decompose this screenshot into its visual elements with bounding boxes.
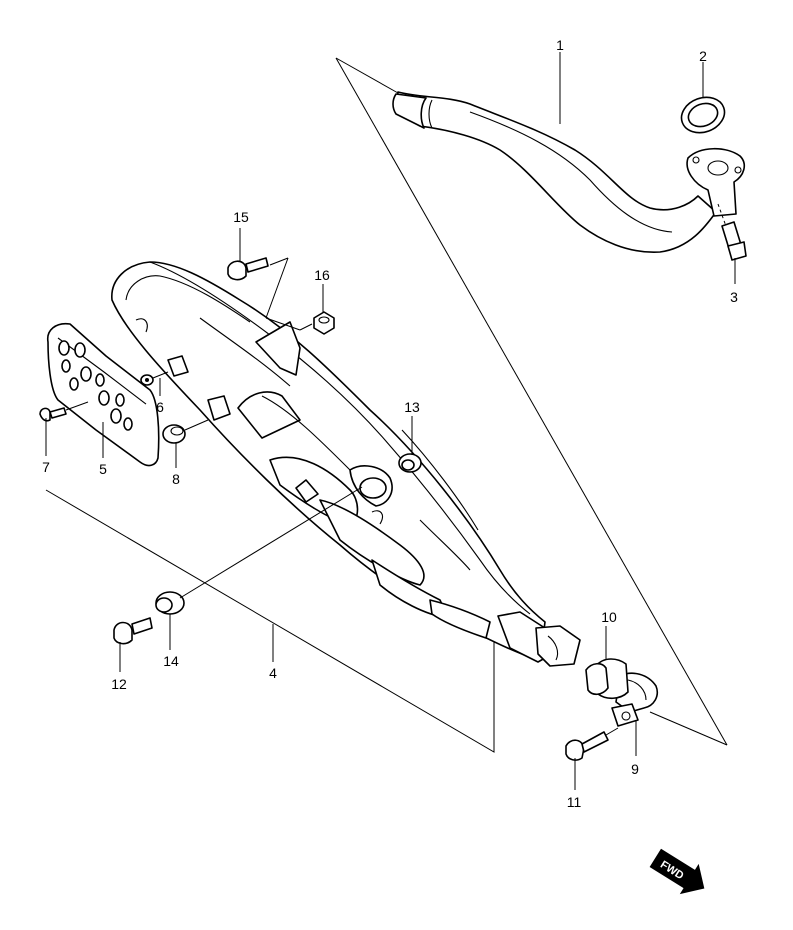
callout-5: 5 [99, 461, 107, 477]
callout-4: 4 [269, 665, 277, 681]
callout-13: 13 [404, 399, 420, 415]
flange-bolt [227, 257, 269, 281]
rubber-damper [162, 419, 209, 444]
exhaust-pipe-boundary-top [335, 57, 399, 94]
exhaust-pipe [392, 91, 746, 253]
exhaust-gasket [680, 96, 726, 134]
muffler-body [111, 261, 581, 667]
callout-6: 6 [156, 399, 164, 415]
muffler-assembly-bracket-line [45, 489, 495, 753]
assembly-boundary-lines [45, 57, 728, 753]
fwd-direction-badge: FWD [649, 848, 705, 895]
callout-15: 15 [233, 209, 249, 225]
exhaust-pipe-boundary-bottom [649, 711, 728, 746]
flange-nut [313, 311, 335, 335]
exhaust-pipe-boundary-line [335, 57, 728, 746]
fwd-arrow-icon [649, 848, 705, 895]
small-screw [39, 401, 89, 422]
callout-2: 2 [699, 48, 707, 64]
mounting-bolt [113, 617, 153, 645]
callout-10: 10 [601, 609, 617, 625]
callout-8: 8 [172, 471, 180, 487]
callout-1: 1 [556, 37, 564, 53]
washer [140, 371, 169, 386]
clamp-bolt [565, 727, 619, 761]
rubber-bushing [155, 486, 363, 615]
connector-pipe [585, 658, 629, 700]
heat-shield-plate [46, 322, 160, 467]
callout-3: 3 [730, 289, 738, 305]
leader-lines [45, 52, 736, 790]
exhaust-stud-bolt [717, 203, 747, 261]
callout-9: 9 [631, 761, 639, 777]
callout-7: 7 [42, 459, 50, 475]
callout-11: 11 [567, 794, 582, 810]
callout-16: 16 [314, 267, 330, 283]
callout-14: 14 [163, 653, 179, 669]
callout-12: 12 [111, 676, 127, 692]
grommet [398, 453, 422, 473]
callout-labels: 1 2 3 4 5 6 7 8 9 10 11 12 13 14 15 16 [42, 37, 738, 810]
